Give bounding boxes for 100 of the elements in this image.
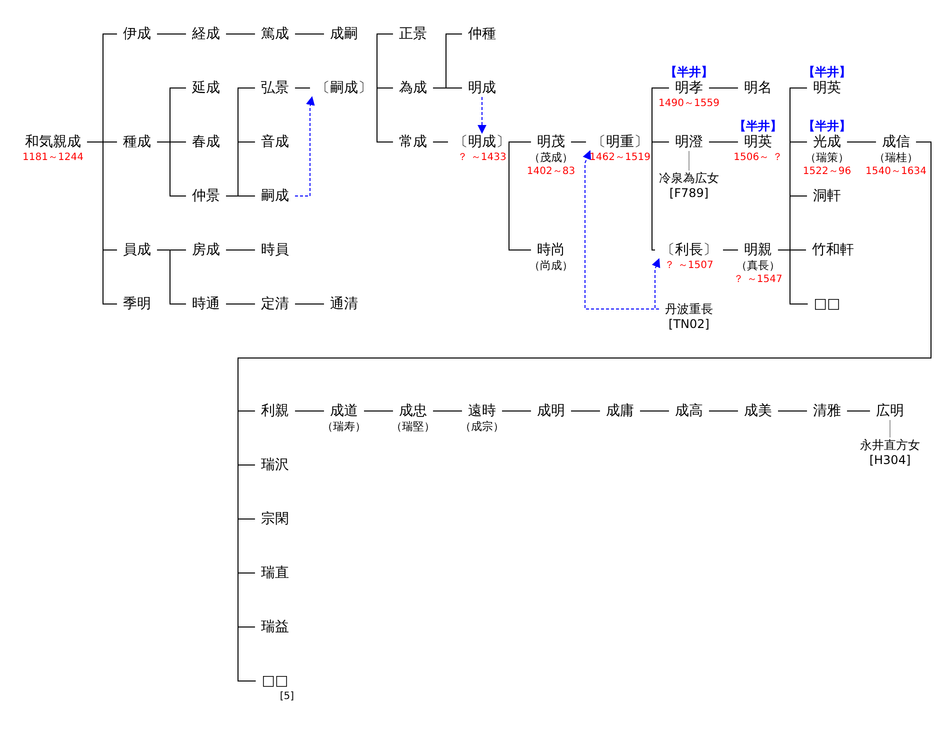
connector-line — [376, 34, 394, 88]
name-text: 時尚 — [537, 241, 565, 259]
name-text: 清雅 — [813, 402, 841, 420]
name-text: 季明 — [123, 295, 151, 313]
connector-line — [294, 410, 324, 412]
name-text: 春成 — [192, 133, 220, 151]
name-text: 延成 — [192, 79, 220, 97]
clan-label: 【半井】 — [803, 119, 851, 133]
name-text: 利親 — [261, 402, 289, 420]
name-text: 洞軒 — [813, 187, 841, 205]
name-text: 竹和軒 — [812, 241, 854, 259]
name-text: 瑞益 — [261, 618, 289, 636]
name-text: 丹波重長 — [665, 302, 713, 316]
name-text: 経成 — [192, 25, 220, 43]
name-text: □□ — [814, 295, 840, 313]
connector-line — [502, 410, 532, 412]
name-text: 瑞直 — [261, 564, 289, 582]
name-text: 〔利長〕 — [661, 241, 717, 259]
name-text: 定清 — [261, 295, 289, 313]
name-text: 明澄 — [675, 133, 703, 151]
connector-line — [156, 142, 186, 196]
reference-code: [TN02] — [668, 316, 710, 332]
arrow — [294, 96, 315, 196]
name-text: 仲種 — [468, 25, 496, 43]
name-text: 光成 — [813, 133, 841, 151]
name-text: 〔嗣成〕 — [316, 79, 372, 97]
date-label: 1540～1634 — [866, 165, 926, 179]
note-label: [5] — [280, 690, 294, 704]
connector-line — [156, 250, 186, 304]
name-text: 音成 — [261, 133, 289, 151]
name-text: 和気親成 — [25, 133, 81, 151]
name-text: 宗閑 — [261, 510, 289, 528]
arrow — [478, 96, 486, 134]
name-text: □□ — [262, 672, 288, 690]
name-text: 伊成 — [123, 25, 151, 43]
name-text: 員成 — [123, 241, 151, 259]
name-text: 冷泉為広女 — [659, 170, 719, 186]
reference-code: [H304] — [869, 452, 911, 468]
name-text: 瑞沢 — [261, 456, 289, 474]
date-label: 1181～1244 — [22, 151, 84, 165]
date-label: 1522～96 — [802, 165, 852, 179]
connector-line — [640, 410, 670, 412]
connector-line — [652, 88, 670, 142]
name-text: 明親 — [744, 241, 772, 259]
connector-line — [778, 250, 808, 304]
name-text: 時員 — [261, 241, 289, 259]
name-text: 明英 — [813, 79, 841, 97]
connector-line — [778, 410, 808, 412]
alias-label: （瑞堅） — [391, 420, 435, 434]
connector-line — [688, 150, 690, 171]
clan-label: 【半井】 — [803, 65, 851, 79]
alias-label: （成宗） — [460, 420, 504, 434]
name-text: 成美 — [744, 402, 772, 420]
connector-line — [86, 142, 118, 304]
connector-line — [432, 410, 462, 412]
name-text: 成庸 — [606, 402, 634, 420]
date-label: 1490～1559 — [658, 97, 720, 111]
name-text: 弘景 — [261, 79, 289, 97]
name-text: 成道 — [330, 402, 358, 420]
alias-label: （茂成） — [529, 151, 573, 165]
date-label: 1462～1519 — [590, 151, 650, 165]
name-text: 成嗣 — [330, 25, 358, 43]
alias-label: （瑞桂） — [874, 151, 918, 165]
arrow — [652, 258, 660, 310]
name-text: 成忠 — [399, 402, 427, 420]
name-text: 〔明重〕 — [592, 133, 648, 151]
name-text: 時通 — [192, 295, 220, 313]
name-text: 仲景 — [192, 187, 220, 205]
name-text: 正景 — [399, 25, 427, 43]
connector-line — [652, 142, 656, 250]
name-text: 明英 — [744, 133, 772, 151]
name-text: 明名 — [744, 79, 772, 97]
name-text: 明茂 — [537, 133, 565, 151]
connector-line — [364, 410, 394, 412]
clan-label: 【半井】 — [734, 119, 782, 133]
name-text: 為成 — [399, 79, 427, 97]
name-text: 嗣成 — [261, 187, 289, 205]
connector-line — [846, 410, 870, 412]
name-text: 通清 — [330, 295, 358, 313]
connector-line — [708, 410, 738, 412]
alias-label: （瑞策） — [805, 151, 849, 165]
reference-code: [F789] — [669, 186, 709, 200]
name-text: 成明 — [537, 402, 565, 420]
name-text: 常成 — [399, 133, 427, 151]
date-label: ？ ～1547 — [734, 273, 782, 287]
alias-label: （瑞寿） — [322, 420, 366, 434]
name-text: 遠時 — [468, 402, 496, 420]
date-label: 1506～ ？ — [734, 151, 782, 165]
name-text: 種成 — [123, 133, 151, 151]
name-text: 広明 — [876, 402, 904, 420]
name-text: 成高 — [675, 402, 703, 420]
name-text: 篤成 — [261, 25, 289, 43]
name-text: 明孝 — [675, 79, 703, 97]
clan-label: 【半井】 — [665, 65, 713, 79]
name-text: 成信 — [882, 133, 910, 151]
date-label: 1402～83 — [526, 165, 576, 179]
date-label: ？ ～1433 — [458, 151, 506, 165]
name-text: 房成 — [192, 241, 220, 259]
date-label: ？ ～1507 — [664, 259, 714, 273]
alias-label: （尚成） — [529, 259, 573, 273]
